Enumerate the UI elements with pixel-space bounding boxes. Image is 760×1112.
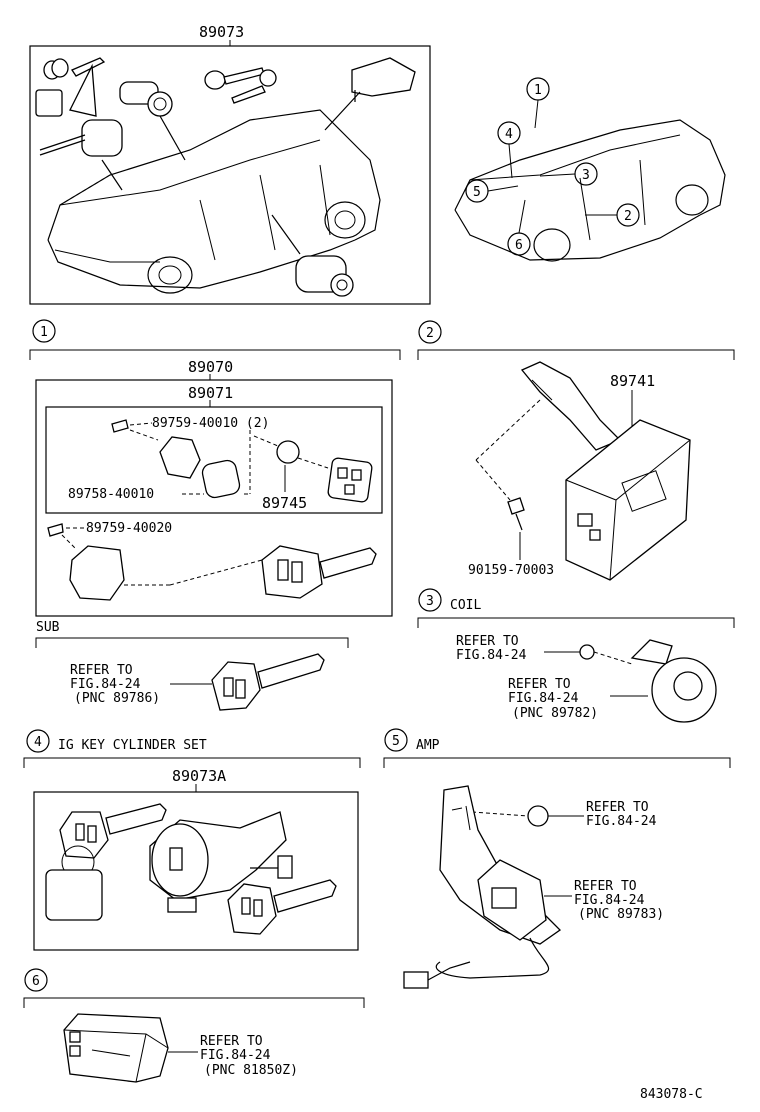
sub-title: SUB xyxy=(36,620,60,635)
section-2-badge xyxy=(418,320,442,344)
svg-text:3: 3 xyxy=(426,594,434,609)
amp-wire xyxy=(435,937,550,979)
svg-text:(PNC 81850Z): (PNC 81850Z) xyxy=(204,1063,298,1078)
door-lock-cylinder-icon xyxy=(119,81,186,161)
section-6: 6 REFER TO FIG.84-24 (PNC 81850Z) xyxy=(23,968,365,1083)
spare-keys-icon xyxy=(204,67,277,104)
fuel-lid-lock-icon xyxy=(271,214,354,297)
screw-icon xyxy=(47,523,64,537)
section-1-badge xyxy=(32,319,56,343)
section-3-badge xyxy=(418,588,442,612)
case-half-icon xyxy=(159,436,201,479)
hatch-lock-icon xyxy=(324,57,416,131)
svg-text:REFER TO: REFER TO xyxy=(586,800,649,815)
car-illustration-large xyxy=(47,109,381,294)
coil-ring-icon xyxy=(630,639,717,723)
transponder-wedge-icon xyxy=(69,63,97,117)
amp-unit-icon xyxy=(477,859,547,941)
remote-key-icon xyxy=(261,545,377,599)
section-3: 3 COIL REFER TO FIG.84-24 REFER TO FIG.8… xyxy=(417,588,735,723)
section-5: 5 AMP REFER TO FIG.84-24 REFER TO FIG.84… xyxy=(383,728,731,989)
callout-3-icon: 3 xyxy=(539,162,598,186)
button-pad-icon xyxy=(327,457,373,503)
ig-cylinder-icon xyxy=(149,811,293,913)
top-part-number: 89073 xyxy=(199,23,244,41)
svg-text:FIG.84-24: FIG.84-24 xyxy=(456,648,527,663)
ecu-box-icon xyxy=(565,419,691,581)
section-3-title: COIL xyxy=(450,598,481,613)
section-2: 2 89741 90159-70003 xyxy=(417,320,735,581)
svg-text:6: 6 xyxy=(32,974,40,989)
sub-key-icon xyxy=(211,653,325,711)
callout-5-icon: 5 xyxy=(465,179,519,203)
screw-a-part: 89759-40010 (2) xyxy=(152,416,269,431)
section-4-badge xyxy=(26,729,50,753)
key-tag-icon xyxy=(35,57,106,117)
bolt-icon xyxy=(507,497,525,531)
svg-text:(PNC 89783): (PNC 89783) xyxy=(578,907,664,922)
svg-text:(PNC 89782): (PNC 89782) xyxy=(512,706,598,721)
bolt-part: 90159-70003 xyxy=(468,563,554,578)
ignition-cylinder-icon xyxy=(39,119,123,191)
key-shell-icon xyxy=(69,545,125,601)
svg-text:3: 3 xyxy=(582,168,590,183)
section-5-title: AMP xyxy=(416,738,440,753)
svg-text:6: 6 xyxy=(515,238,523,253)
svg-text:REFER TO: REFER TO xyxy=(508,677,571,692)
ecu-part: 89741 xyxy=(610,372,655,390)
ig-key-icon xyxy=(227,879,337,935)
case-ring-icon xyxy=(201,459,241,499)
svg-text:(PNC 89786): (PNC 89786) xyxy=(74,691,160,706)
screw-icon xyxy=(579,644,595,660)
callout-4-icon: 4 xyxy=(497,121,521,179)
svg-text:REFER TO: REFER TO xyxy=(574,879,637,894)
locator-car-panel: 1 4 3 5 2 6 xyxy=(454,77,726,262)
svg-text:1: 1 xyxy=(40,325,48,340)
svg-text:2: 2 xyxy=(624,209,632,224)
svg-text:FIG.84-24: FIG.84-24 xyxy=(508,691,579,706)
section-1: 1 89070 89071 89759-40010 (2) 89758-4001… xyxy=(29,319,401,711)
sensor-module-icon xyxy=(63,1013,169,1083)
svg-text:5: 5 xyxy=(473,185,481,200)
svg-text:4: 4 xyxy=(34,735,42,750)
battery-part: 89745 xyxy=(262,494,307,512)
wire-connector-icon xyxy=(403,961,471,989)
svg-text:REFER TO: REFER TO xyxy=(200,1034,263,1049)
svg-text:REFER TO: REFER TO xyxy=(456,634,519,649)
key-with-tag-icon xyxy=(45,803,167,921)
callout-1-icon: 1 xyxy=(526,77,550,129)
section-4-part: 89073A xyxy=(172,767,226,785)
svg-text:1: 1 xyxy=(534,83,542,98)
section-1-assy-number: 89070 xyxy=(188,358,233,376)
clip-icon xyxy=(527,805,549,827)
bracket-icon xyxy=(520,361,622,451)
section-4-title: IG KEY CYLINDER SET xyxy=(58,738,207,753)
svg-text:FIG.84-24: FIG.84-24 xyxy=(200,1048,271,1063)
svg-text:5: 5 xyxy=(392,734,400,749)
case-part: 89758-40010 xyxy=(68,487,154,502)
svg-text:4: 4 xyxy=(505,127,513,142)
section-4: 4 IG KEY CYLINDER SET 89073A xyxy=(23,729,361,951)
section-1-subassy-number: 89071 xyxy=(188,384,233,402)
svg-text:2: 2 xyxy=(426,326,434,341)
svg-text:REFER TO: REFER TO xyxy=(70,663,133,678)
callout-2-icon: 2 xyxy=(585,203,640,227)
top-kit-panel: 89073 xyxy=(29,23,431,305)
svg-text:FIG.84-24: FIG.84-24 xyxy=(574,893,645,908)
section-6-badge xyxy=(24,968,48,992)
screw-b-part: 89759-40020 xyxy=(86,521,172,536)
screw-icon xyxy=(111,419,129,433)
figure-code: 843078-C xyxy=(640,1087,703,1102)
callout-6-icon: 6 xyxy=(507,199,531,256)
battery-icon xyxy=(276,440,300,464)
section-5-badge xyxy=(384,728,408,752)
svg-text:FIG.84-24: FIG.84-24 xyxy=(70,677,141,692)
svg-text:FIG.84-24: FIG.84-24 xyxy=(586,814,657,829)
